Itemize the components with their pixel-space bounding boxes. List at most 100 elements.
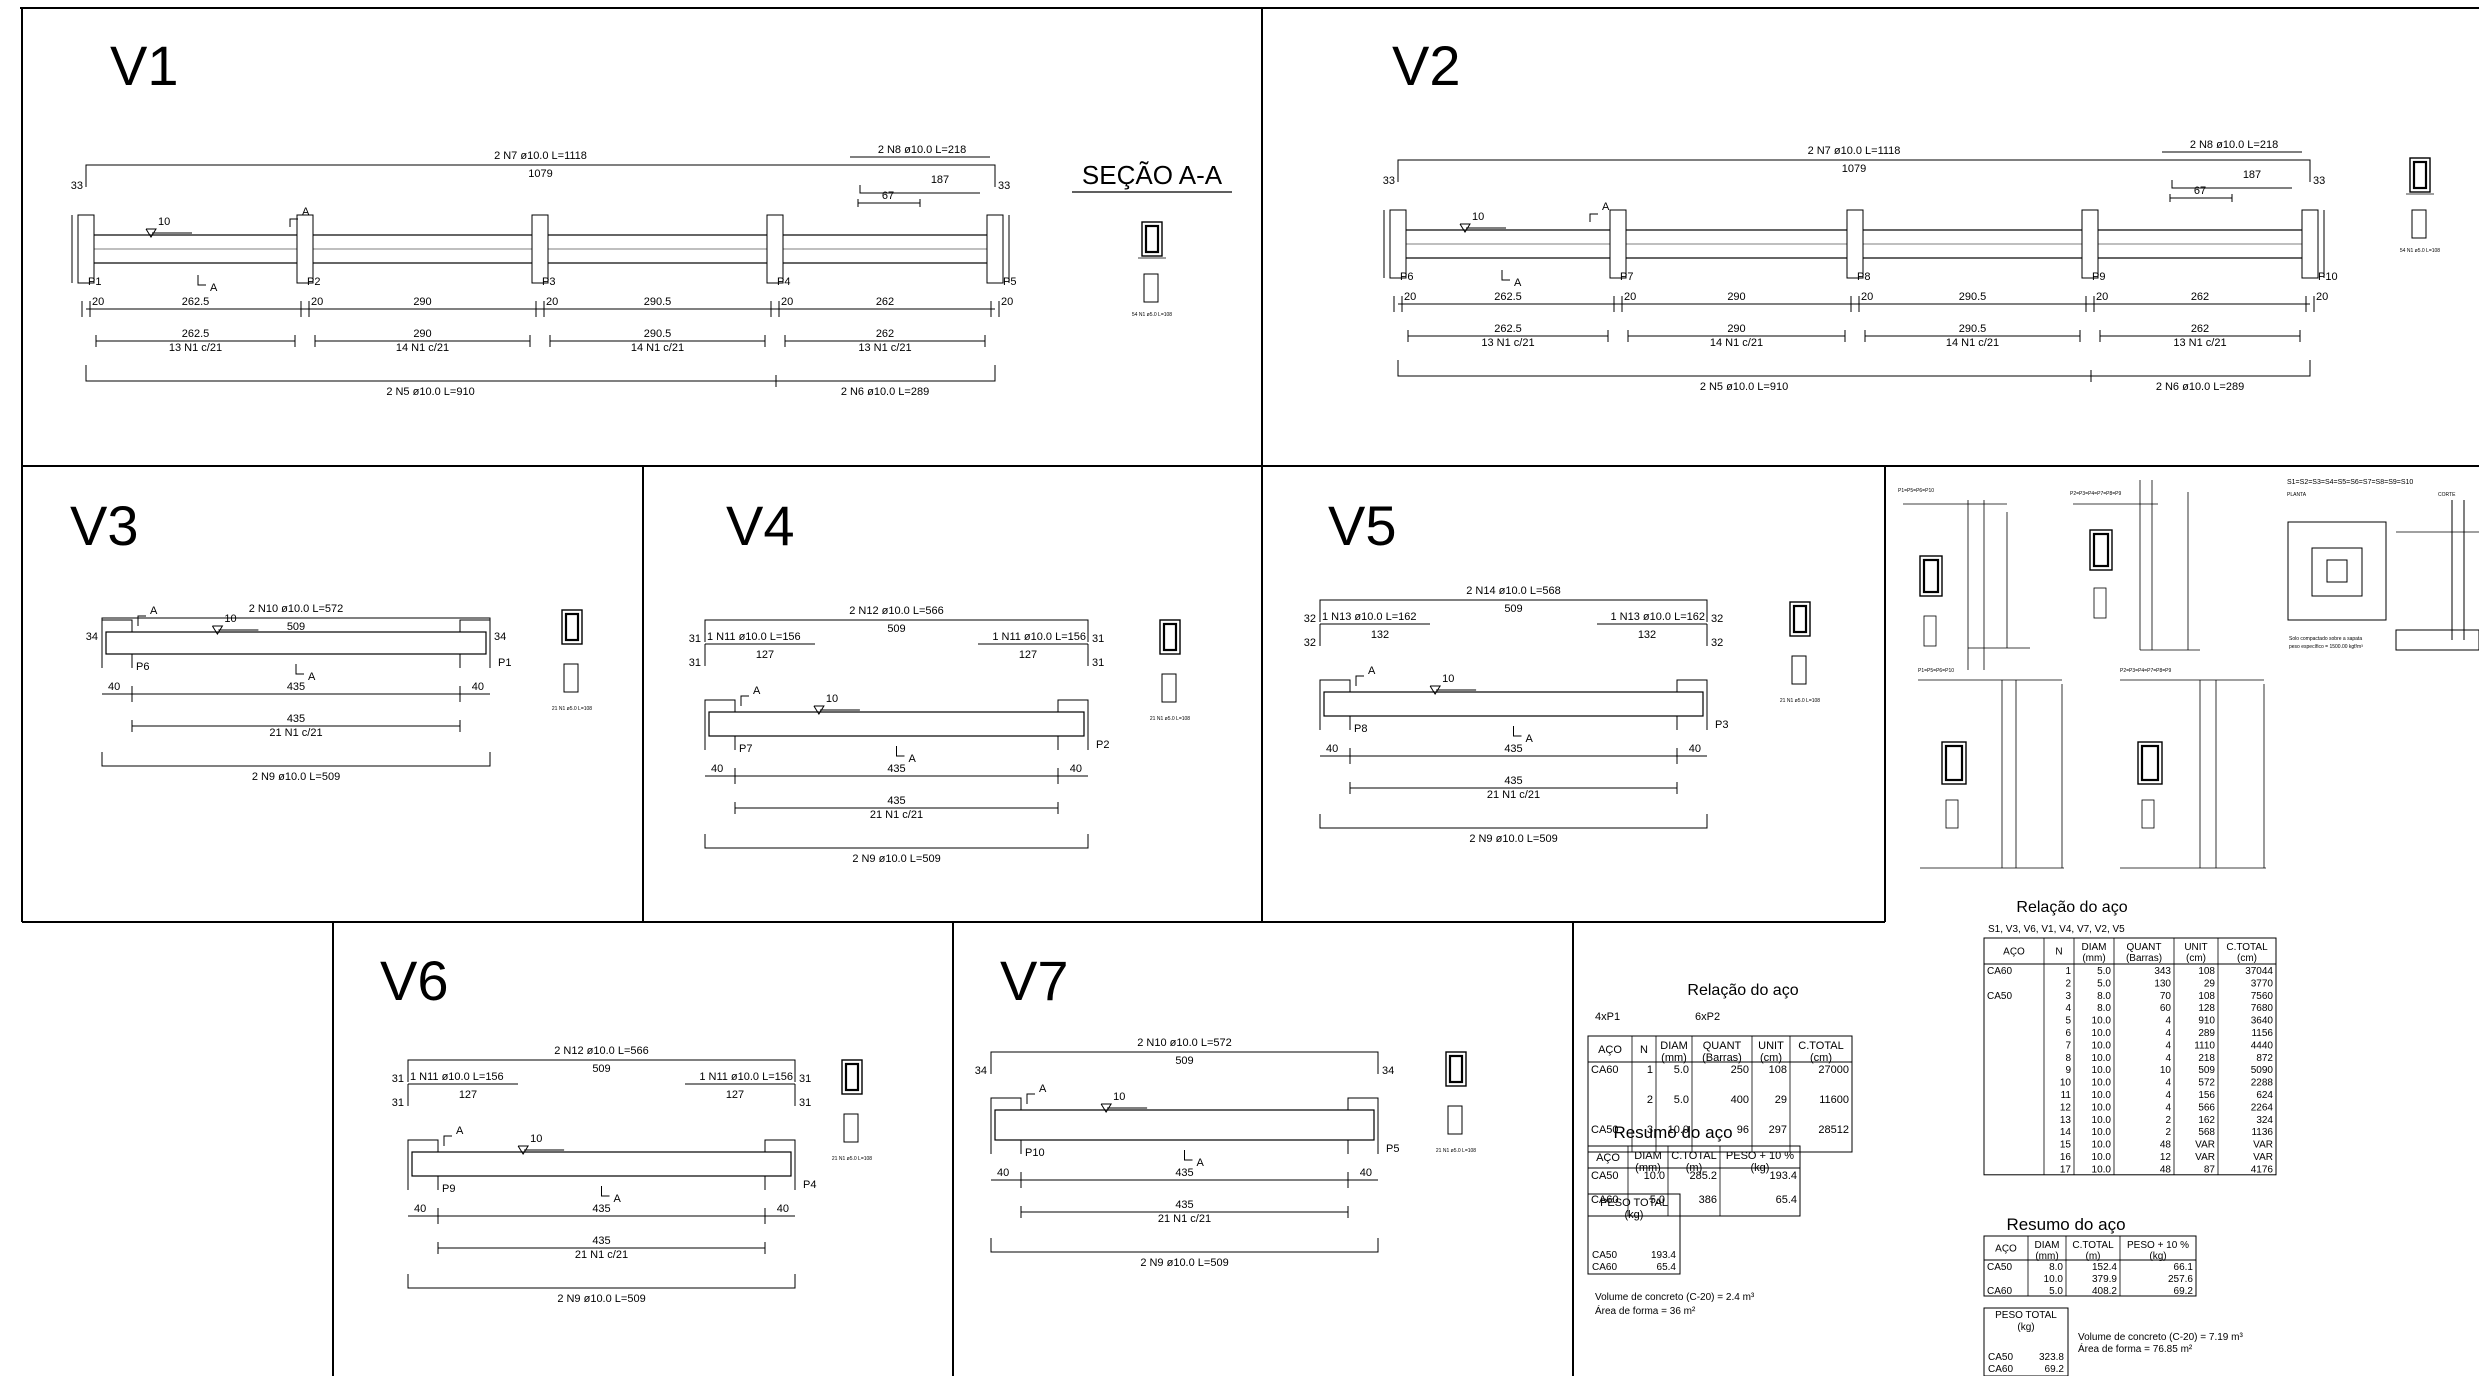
table-cell: 8.0 bbox=[2097, 1003, 2111, 1014]
table-header-cell: DIAM bbox=[2082, 942, 2107, 953]
table-cell: 10.0 bbox=[2092, 1040, 2112, 1051]
table-cell: CA50 bbox=[1987, 1262, 2012, 1273]
beam-body bbox=[708, 711, 1085, 737]
table-cell: CA60 bbox=[1987, 966, 2012, 977]
table-cell: 2 bbox=[2165, 1127, 2171, 1138]
table-cell: 60 bbox=[2160, 1003, 2172, 1014]
table-cell: 7680 bbox=[2251, 1003, 2274, 1014]
bottom-bar bbox=[990, 1238, 1379, 1253]
table-cell: 624 bbox=[2256, 1090, 2273, 1101]
stirrup-outline bbox=[1448, 1054, 1464, 1084]
top-bar-label: 2 N7 ø10.0 L=1118 bbox=[1808, 145, 1901, 157]
column-width: 20 bbox=[546, 296, 558, 308]
table-header-cell: (mm) bbox=[1635, 1162, 1661, 1174]
table-cell: 285.2 bbox=[1689, 1170, 1717, 1182]
table-cell: 5.0 bbox=[1650, 1194, 1665, 1206]
level-triangle bbox=[1100, 1103, 1113, 1113]
table-cell: 108 bbox=[1769, 1064, 1787, 1076]
table-cell: 10.0 bbox=[1644, 1170, 1665, 1182]
bottom-bar-label: 2 N5 ø10.0 L=910 bbox=[386, 386, 474, 398]
table-cell: 108 bbox=[2198, 966, 2215, 977]
stirrup-count: 21 N1 c/21 bbox=[269, 727, 322, 739]
table-cell: 11 bbox=[2061, 1090, 2072, 1101]
table-cell: 386 bbox=[1699, 1194, 1717, 1206]
side-bar-label: 1 N11 ø10.0 L=156 bbox=[707, 631, 801, 643]
table-cell: 10.0 bbox=[2092, 1127, 2112, 1138]
table-header-cell: DIAM bbox=[2035, 1240, 2060, 1251]
stirrup-count: 21 N1 c/21 bbox=[1487, 789, 1540, 801]
table-header-cell: DIAM bbox=[1634, 1150, 1662, 1162]
stirrup-count: 14 N1 c/21 bbox=[1946, 337, 1999, 349]
support-label: P9 bbox=[442, 1183, 455, 1195]
table-cell: 70 bbox=[2160, 991, 2172, 1002]
column-3 bbox=[2081, 209, 2099, 279]
column-3 bbox=[766, 214, 784, 284]
table-cell: 4176 bbox=[2251, 1164, 2274, 1175]
level-triangle bbox=[1429, 685, 1442, 695]
table-cell: 12 bbox=[2160, 1152, 2172, 1163]
top-bar-length: 509 bbox=[1175, 1055, 1193, 1067]
stirrup-count: 13 N1 c/21 bbox=[1481, 337, 1534, 349]
stirrup-outline bbox=[564, 612, 580, 642]
section-outline bbox=[841, 1059, 863, 1095]
peso-total-header: (kg) bbox=[2017, 1322, 2034, 1333]
table-cell: 10.0 bbox=[2044, 1274, 2064, 1285]
top-bar-label: 2 N12 ø10.0 L=566 bbox=[554, 1045, 649, 1057]
sheet-frames bbox=[20, 7, 2479, 1376]
table-cell: 152.4 bbox=[2092, 1262, 2117, 1273]
extra-bar-length: 187 bbox=[931, 174, 949, 186]
top-bar bbox=[85, 164, 996, 187]
table-cell: 4 bbox=[2065, 1003, 2071, 1014]
table-cell: 108 bbox=[2198, 991, 2215, 1002]
top-bar-label: 2 N10 ø10.0 L=572 bbox=[249, 603, 344, 615]
cut-marker-label: A bbox=[1039, 1083, 1047, 1095]
level-triangle bbox=[517, 1145, 530, 1155]
stirrup-count: 13 N1 c/21 bbox=[2173, 337, 2226, 349]
table-subtitle: S1, V3, V6, V1, V4, V7, V2, V5 bbox=[1988, 924, 2125, 935]
table-cell: 2264 bbox=[2251, 1102, 2274, 1113]
section-note: 21 N1 ø5.0 L=108 bbox=[832, 1156, 872, 1162]
span-length: 435 bbox=[287, 681, 305, 693]
table-cell: 4 bbox=[2165, 1090, 2171, 1101]
cut-marker bbox=[1501, 270, 1510, 281]
level-label: 10 bbox=[1113, 1091, 1125, 1103]
stirrup-span: 290 bbox=[1727, 323, 1745, 335]
table-cell: 128 bbox=[2198, 1003, 2215, 1014]
column-width: 40 bbox=[1360, 1167, 1372, 1179]
table-cell: 257.6 bbox=[2168, 1274, 2193, 1285]
table-title: Relação do aço bbox=[1687, 982, 1798, 999]
column-right bbox=[1676, 679, 1708, 730]
table-cell: 1156 bbox=[2251, 1028, 2273, 1039]
stirrup-count: 14 N1 c/21 bbox=[396, 342, 449, 354]
table-outline bbox=[1983, 1235, 2197, 1297]
support-label: P1 bbox=[88, 276, 101, 288]
table-header-cell: PESO + 10 % bbox=[2127, 1240, 2189, 1251]
table-header-cell: N bbox=[2055, 947, 2062, 958]
column-width: 20 bbox=[1624, 291, 1636, 303]
table-header-cell: (mm) bbox=[2082, 953, 2105, 964]
peso-total-cell: 69.2 bbox=[2045, 1364, 2065, 1375]
side-bar-length: 127 bbox=[756, 649, 774, 661]
table-cell: 343 bbox=[2154, 966, 2171, 977]
support-label: P10 bbox=[2318, 271, 2338, 283]
table-header-cell: DIAM bbox=[1660, 1040, 1688, 1052]
cut-marker bbox=[197, 275, 206, 286]
table-cell: 297 bbox=[1769, 1124, 1787, 1136]
table-cell: 218 bbox=[2198, 1053, 2215, 1064]
table-cell: 10.0 bbox=[2092, 1102, 2112, 1113]
table-cell: 13 bbox=[2060, 1115, 2072, 1126]
beam-body bbox=[411, 1151, 792, 1177]
span-length: 435 bbox=[887, 763, 905, 775]
cut-marker bbox=[601, 1186, 610, 1197]
column-left bbox=[407, 1139, 439, 1190]
hook-length: 32 bbox=[1711, 613, 1723, 625]
column-width: 20 bbox=[2096, 291, 2108, 303]
table-header-cell: (mm) bbox=[2035, 1251, 2058, 1262]
table-cell: 10.0 bbox=[2092, 1090, 2112, 1101]
section-note: 21 N1 ø5.0 L=108 bbox=[552, 706, 592, 712]
top-bar-label: 2 N14 ø10.0 L=568 bbox=[1466, 585, 1561, 597]
cut-marker bbox=[1589, 213, 1598, 222]
span-length: 290.5 bbox=[644, 296, 672, 308]
